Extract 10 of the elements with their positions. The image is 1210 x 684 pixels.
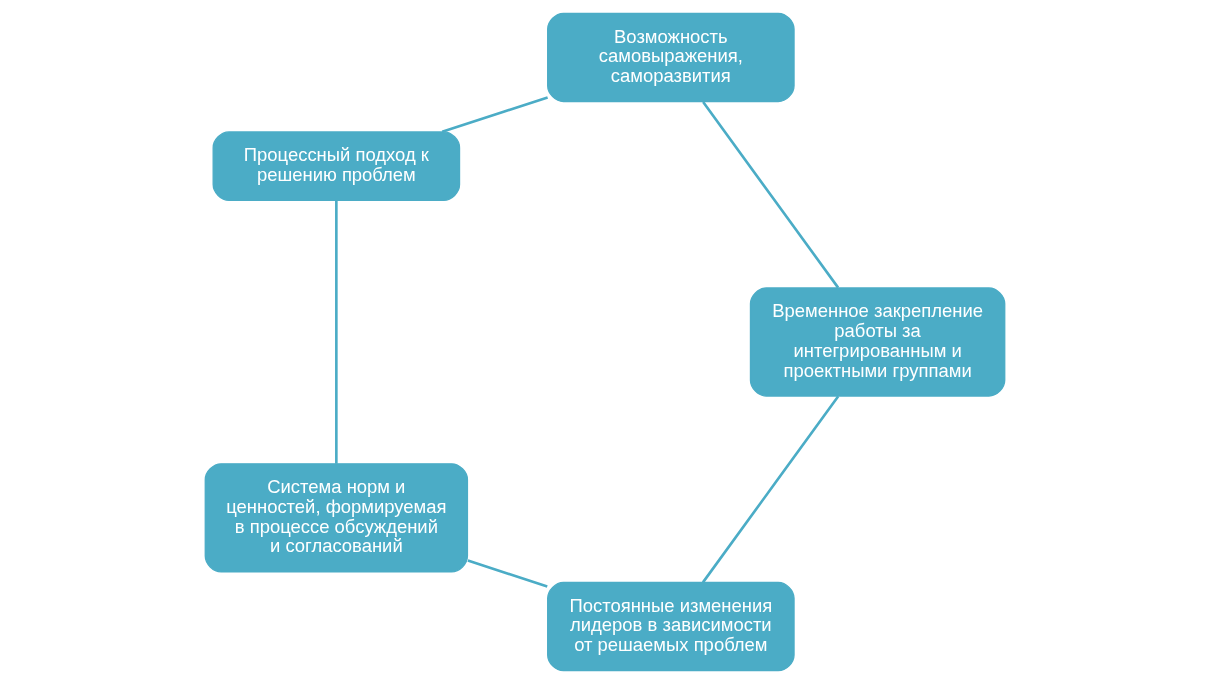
node-box: Временное закрепление работы за интегрированным и проектными группами	[749, 287, 1006, 397]
node-box: Процессный подход к решению проблем	[212, 131, 461, 202]
connector	[467, 559, 548, 588]
node-box: Возможность самовыражения, саморазвития	[547, 12, 795, 103]
node-box: Система норм и ценностей, формируемая в процессе обсуждений и согласований	[204, 463, 469, 573]
connector	[441, 96, 548, 133]
node-box: Постоянные изменения лидеров в зависимости от решаемых проблем	[547, 581, 795, 672]
connector	[701, 395, 840, 584]
connector	[702, 101, 840, 289]
connector	[335, 200, 338, 464]
